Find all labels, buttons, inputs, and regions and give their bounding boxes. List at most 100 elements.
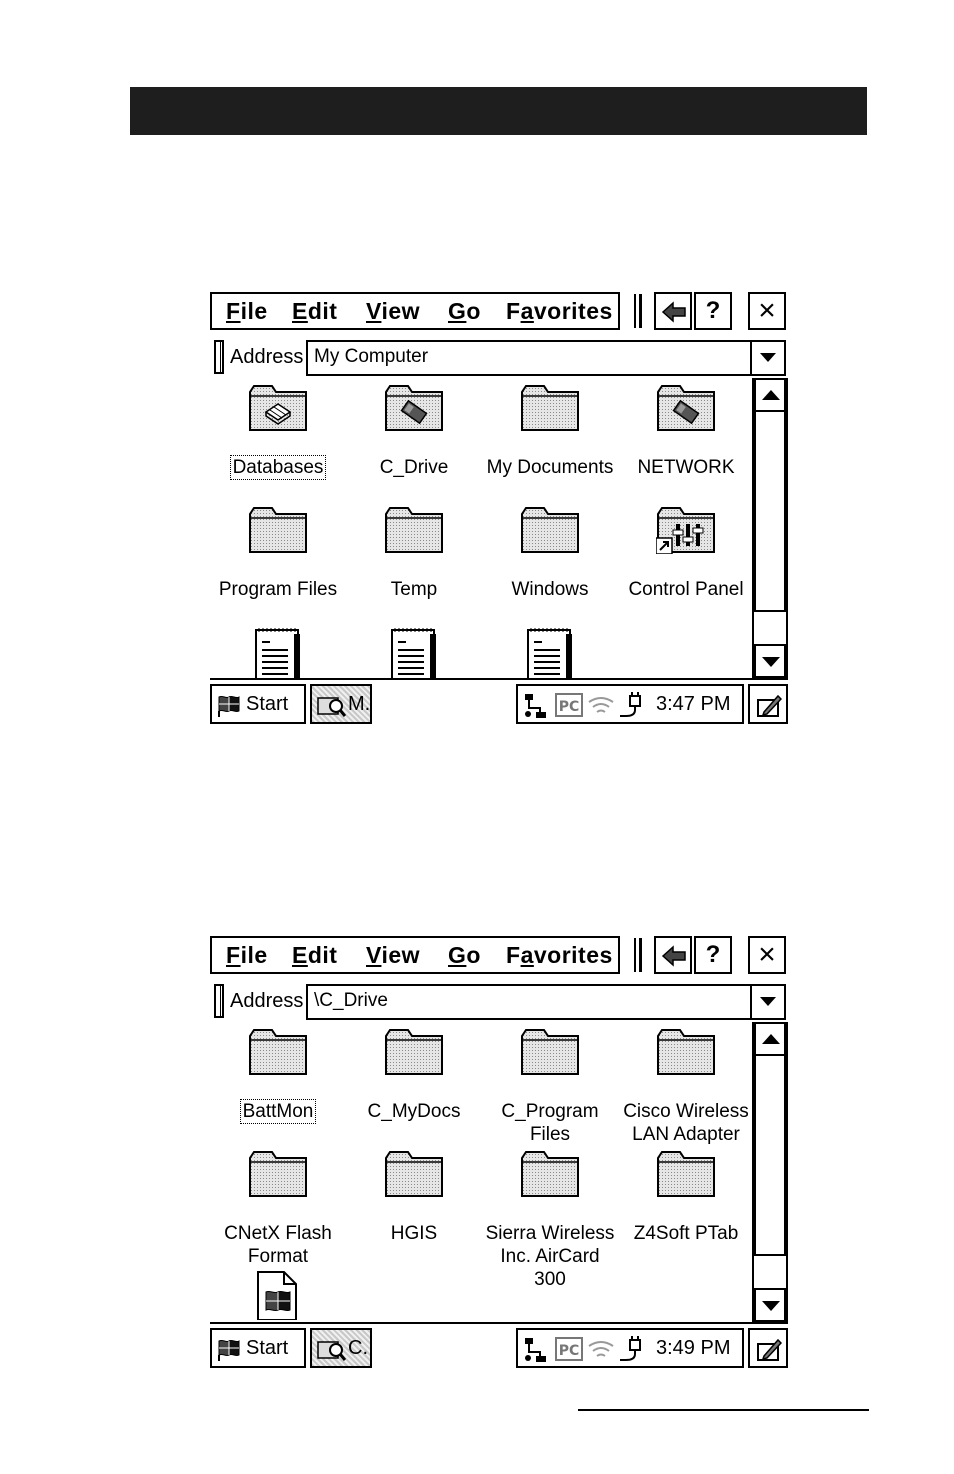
vertical-scrollbar[interactable] (752, 1022, 788, 1322)
address-label: Address (230, 990, 304, 1012)
address-bar-grip[interactable] (214, 984, 224, 1018)
address-combo[interactable]: \C_Drive (306, 984, 786, 1020)
menu-view-hotkey: V (366, 298, 382, 324)
menu-view[interactable]: View (366, 298, 420, 325)
menu-favorites[interactable]: Favorites (506, 298, 613, 325)
address-value[interactable]: \C_Drive (314, 990, 388, 1011)
input-panel-button[interactable] (748, 1328, 788, 1368)
list-item[interactable] (210, 1270, 346, 1320)
menu-go-rest: o (466, 298, 481, 324)
start-label: Start (246, 693, 289, 715)
taskbar-window-button[interactable]: M. (310, 684, 372, 724)
menu-file-rest: ile (240, 942, 268, 968)
menu-view[interactable]: View (366, 942, 420, 969)
scroll-down-arrow-icon[interactable] (754, 1288, 786, 1322)
address-dropdown-arrow-icon[interactable] (750, 342, 784, 374)
back-button[interactable] (654, 292, 692, 330)
start-label: Start (246, 1337, 289, 1359)
vertical-scrollbar[interactable] (752, 378, 788, 678)
scroll-up-arrow-icon[interactable] (754, 378, 786, 412)
list-item[interactable] (210, 626, 346, 678)
power-plug-icon (620, 692, 641, 717)
list-item[interactable]: Z4Soft PTab (618, 1148, 750, 1245)
menu-edit[interactable]: Edit (292, 298, 337, 325)
item-label: NETWORK (637, 457, 735, 478)
network-icon (525, 694, 546, 718)
wireless-icon (588, 697, 614, 713)
list-item[interactable]: My Documents (482, 382, 618, 479)
pen-pad-icon (757, 694, 782, 717)
folder-icon (482, 1148, 618, 1198)
menu-go[interactable]: Go (448, 942, 481, 969)
start-button[interactable]: Start (210, 684, 306, 724)
item-label: HGIS (390, 1223, 438, 1244)
scroll-thumb[interactable] (754, 412, 786, 612)
list-item[interactable]: Cisco Wireless LAN Adapter (618, 1026, 750, 1146)
menu-file[interactable]: File (226, 298, 268, 325)
item-label: CNetX Flash Format (224, 1223, 332, 1267)
item-label: Databases (229, 455, 327, 480)
pc-card-label: PC (559, 1343, 580, 1359)
help-button[interactable]: ? (694, 292, 732, 330)
address-bar-grip[interactable] (214, 340, 224, 374)
close-button[interactable]: × (748, 936, 786, 974)
database-folder-icon (210, 382, 346, 432)
list-item[interactable]: Program Files (210, 504, 346, 601)
power-plug-icon (620, 1336, 641, 1361)
menu-favorites[interactable]: Favorites (506, 942, 613, 969)
address-combo[interactable]: My Computer (306, 340, 786, 376)
address-value[interactable]: My Computer (314, 346, 429, 367)
item-label: My Documents (486, 457, 614, 478)
list-item[interactable]: HGIS (346, 1148, 482, 1245)
item-label: C_Drive (379, 457, 449, 478)
menu-file-rest: ile (240, 298, 268, 324)
list-item[interactable]: C_Program Files (482, 1026, 618, 1146)
list-item[interactable]: CNetX Flash Format (210, 1148, 346, 1268)
menu-go[interactable]: Go (448, 298, 481, 325)
menu-favorites-rest: vorites (533, 942, 613, 968)
list-item[interactable]: NETWORK (618, 382, 750, 479)
address-dropdown-arrow-icon[interactable] (750, 986, 784, 1018)
list-item[interactable]: C_MyDocs (346, 1026, 482, 1123)
list-item[interactable]: Temp (346, 504, 482, 601)
list-item[interactable]: C_Drive (346, 382, 482, 479)
toolbar-grip[interactable] (634, 294, 642, 328)
list-item[interactable]: Control Panel (618, 504, 750, 601)
folder-icon (210, 1026, 346, 1076)
notepad-icon (346, 626, 482, 678)
taskbar: Start M. PC 3:47 PM (210, 678, 788, 724)
list-item[interactable]: BattMon (210, 1026, 346, 1124)
item-label: C_MyDocs (367, 1101, 461, 1122)
network-icon (525, 1338, 546, 1362)
start-button[interactable]: Start (210, 1328, 306, 1368)
scroll-thumb[interactable] (754, 1056, 786, 1256)
help-button[interactable]: ? (694, 936, 732, 974)
menu-view-rest: iew (381, 942, 421, 968)
wireless-icon (588, 1341, 614, 1357)
list-item[interactable]: Databases (210, 382, 346, 480)
input-panel-button[interactable] (748, 684, 788, 724)
system-tray: PC 3:49 PM (516, 1328, 744, 1368)
pc-card-label: PC (559, 699, 580, 715)
list-item[interactable]: Windows (482, 504, 618, 601)
scroll-up-arrow-icon[interactable] (754, 1022, 786, 1056)
folder-icon (210, 504, 346, 554)
menu-edit[interactable]: Edit (292, 942, 337, 969)
menu-view-hotkey: V (366, 942, 382, 968)
item-label: Sierra Wireless Inc. AirCard 300 (485, 1223, 615, 1290)
clock-time: 3:47 PM (656, 693, 731, 715)
item-label: Control Panel (628, 579, 744, 600)
list-item[interactable] (482, 626, 618, 678)
back-button[interactable] (654, 936, 692, 974)
menu-go-rest: o (466, 942, 481, 968)
list-item[interactable] (346, 626, 482, 678)
close-button[interactable]: × (748, 292, 786, 330)
menu-file[interactable]: File (226, 942, 268, 969)
pc-card-icon: PC (555, 1337, 583, 1361)
scroll-down-arrow-icon[interactable] (754, 644, 786, 678)
menu-edit-hotkey: E (292, 942, 308, 968)
toolbar-grip[interactable] (634, 938, 642, 972)
taskbar-window-button[interactable]: C. (310, 1328, 372, 1368)
list-item[interactable]: Sierra Wireless Inc. AirCard 300 (482, 1148, 618, 1291)
